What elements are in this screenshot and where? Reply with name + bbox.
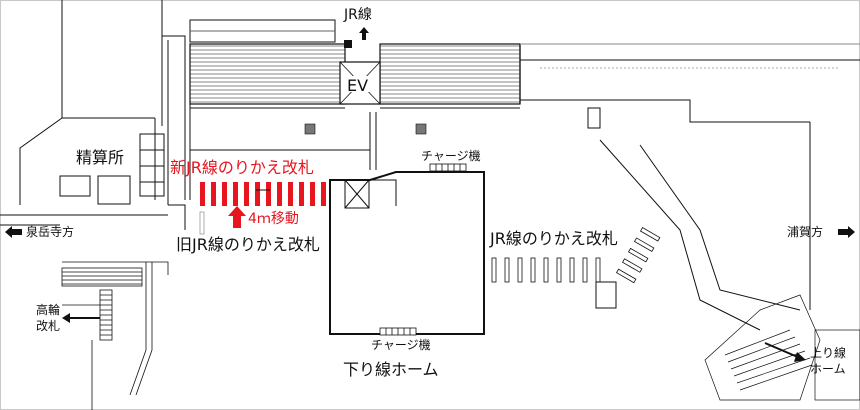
- move-note-label: 4ｍ移動: [248, 211, 299, 227]
- takanawa-arrow-icon: [62, 313, 100, 323]
- up-platform-arrow-icon: [764, 342, 806, 362]
- uraga-label: 浦賀方: [787, 225, 824, 239]
- arrow-right-icon: [838, 226, 855, 238]
- charge-machine-bottom: [379, 327, 417, 336]
- arrow-up-icon: [359, 27, 369, 40]
- seisanjo-label: 精算所: [76, 148, 125, 167]
- old-gate-label: 旧JR線のりかえ改札: [176, 235, 320, 254]
- jr-gate-right-label: JR線のりかえ改札: [490, 229, 618, 248]
- up-platform-label-1: 上り線: [810, 346, 847, 360]
- upper-left-walls: [19, 0, 186, 205]
- up-platform-label-2: ホーム: [810, 362, 846, 376]
- new-gate-label: 新JR線のりかえ改札: [170, 158, 314, 177]
- right-walls: [520, 43, 860, 331]
- stair-post: [344, 40, 352, 48]
- seisanjo-room: [0, 133, 186, 230]
- charge-machine-top-label: チャージ機: [421, 149, 481, 163]
- stair-ticks-top: [190, 45, 520, 103]
- pillars: [304, 123, 427, 135]
- red-arrow-up-icon: [228, 206, 246, 228]
- jr-gate-stripes: [491, 227, 661, 284]
- charge-machine-top: [429, 163, 467, 172]
- sengakuji-label: 泉岳寺方: [26, 225, 75, 239]
- new-gate-stripes: [200, 182, 326, 206]
- arrow-left-icon: [5, 226, 22, 238]
- old-gate-stripes: [199, 211, 205, 235]
- charge-machine-bottom-label: チャージ機: [371, 338, 431, 352]
- ev-label: EV: [347, 76, 369, 95]
- elevator: [339, 61, 381, 105]
- down-platform-block: [329, 171, 485, 335]
- platform-inner: [344, 179, 397, 209]
- jr-line-label: JR線: [344, 7, 372, 23]
- top-stair: [189, 19, 336, 43]
- takanawa-stair: [61, 261, 169, 410]
- down-platform-label: 下り線ホーム: [343, 360, 439, 379]
- takanawa-label-2: 改札: [36, 319, 61, 333]
- right-lower-stair: [704, 294, 860, 401]
- takanawa-label-1: 高輪: [36, 303, 61, 317]
- concourse-walls: [189, 103, 520, 200]
